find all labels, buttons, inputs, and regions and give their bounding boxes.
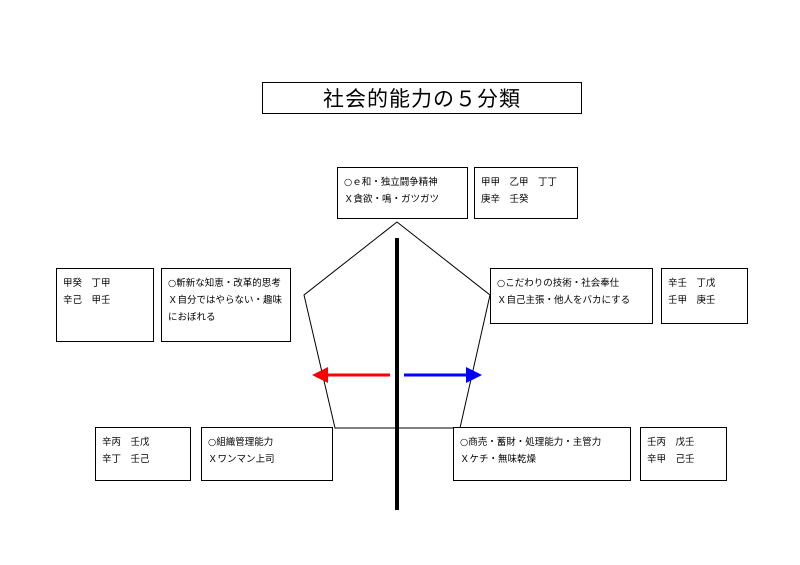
left-arrow-head bbox=[312, 367, 328, 383]
top-trait-box: ○ｅ和・独立闘争精神 Ｘ貪欲・鳴・ガツガツ bbox=[337, 167, 468, 219]
top-trait-positive: ○ｅ和・独立闘争精神 bbox=[344, 177, 438, 188]
bottom-left-trait-box: ○組織管理能力 Ｘワンマン上司 bbox=[201, 427, 333, 481]
right-arrow-head bbox=[466, 367, 482, 383]
right-trait-negative: Ｘ自己主張・他人をバカにする bbox=[497, 295, 631, 306]
left-trait-positive: ○斬新な知恵・改革的思考 bbox=[168, 278, 281, 289]
bottom-left-trait-positive: ○組織管理能力 bbox=[208, 437, 274, 448]
left-trait-negative: Ｘ自分ではやらない・趣味におぼれる bbox=[168, 295, 283, 323]
bottom-right-trait-negative: Ｘケチ・無味乾燥 bbox=[460, 454, 537, 465]
right-trait-positive: ○こだわりの技術・社会奉仕 bbox=[497, 278, 620, 289]
bottom-right-stems-box: 壬丙 戊壬 辛甲 己壬 bbox=[640, 427, 727, 481]
left-stems-line-2: 辛己 甲壬 bbox=[63, 295, 111, 306]
top-stems-line-2: 庚辛 壬癸 bbox=[481, 194, 529, 205]
left-trait-box: ○斬新な知恵・改革的思考 Ｘ自分ではやらない・趣味におぼれる bbox=[161, 268, 291, 342]
bottom-left-stems-box: 辛丙 壬戊 辛丁 壬己 bbox=[95, 427, 191, 481]
bottom-right-trait-box: ○商売・蓄財・処理能力・主管力 Ｘケチ・無味乾燥 bbox=[453, 427, 631, 481]
bottom-right-stems-line-2: 辛甲 己壬 bbox=[647, 454, 695, 465]
top-stems-line-1: 甲甲 乙甲 丁丁 bbox=[481, 177, 558, 188]
right-trait-box: ○こだわりの技術・社会奉仕 Ｘ自己主張・他人をバカにする bbox=[490, 268, 653, 324]
left-stems-box: 甲癸 丁甲 辛己 甲壬 bbox=[56, 268, 154, 342]
top-stems-box: 甲甲 乙甲 丁丁 庚辛 壬癸 bbox=[474, 167, 578, 219]
top-trait-negative: Ｘ貪欲・鳴・ガツガツ bbox=[344, 194, 440, 205]
right-stems-line-1: 辛壬 丁戊 bbox=[668, 278, 716, 289]
diagram-title: 社会的能力の５分類 bbox=[262, 82, 582, 114]
right-stems-line-2: 壬甲 庚壬 bbox=[668, 295, 716, 306]
bottom-left-trait-negative: Ｘワンマン上司 bbox=[208, 454, 275, 465]
bottom-right-trait-positive: ○商売・蓄財・処理能力・主管力 bbox=[460, 437, 602, 448]
bottom-left-stems-line-1: 辛丙 壬戊 bbox=[102, 437, 150, 448]
left-stems-line-1: 甲癸 丁甲 bbox=[63, 278, 111, 289]
right-stems-box: 辛壬 丁戊 壬甲 庚壬 bbox=[661, 268, 748, 324]
bottom-left-stems-line-2: 辛丁 壬己 bbox=[102, 454, 150, 465]
bottom-right-stems-line-1: 壬丙 戊壬 bbox=[647, 437, 695, 448]
